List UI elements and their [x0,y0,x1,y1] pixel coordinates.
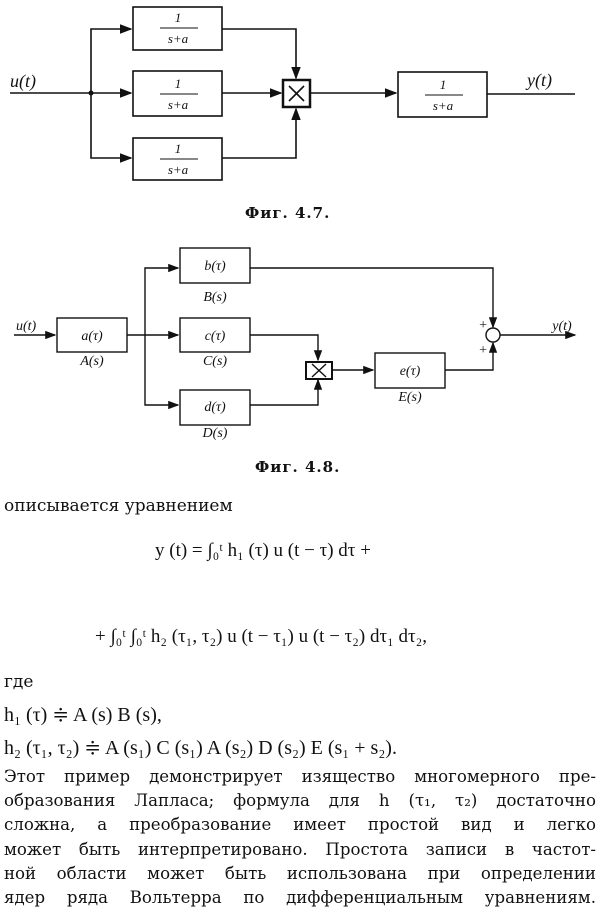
plus-sign: + [478,343,487,358]
block-denominator: s+a [168,31,189,46]
input-label: u(t) [16,319,37,334]
block-c-transfer: C(s) [203,354,227,369]
paragraph-line: может быть интерпретировано. Простота за… [4,840,596,859]
h2-transform: h₂ (τ₁, τ₂) ≑ A (s₁) C (s₁) A (s₂) D (s₂… [4,737,397,759]
figure-4-8-diagram: u(t) y(t) a(τ) A(s) b(τ) B(s) c(τ) C(s) … [14,247,577,440]
block-numerator: 1 [175,141,182,156]
block-denominator: s+a [168,162,189,177]
equation-1: y (t) = ∫₀ᵗ h₁ (τ) u (t − τ) dτ + [155,540,371,561]
block-b-transfer: B(s) [203,290,227,305]
h1-transform: h₁ (τ) ≑ A (s) B (s), [4,704,162,726]
block-e-kernel: e(τ) [400,364,421,379]
block-a-transfer: A(s) [79,354,104,369]
block-denominator: s+a [168,97,189,112]
block-e-transfer: E(s) [397,390,422,405]
block-d-kernel: d(τ) [204,400,226,415]
paragraph-line: ной области может быть использована при … [4,864,596,883]
paragraph-line: сложна, а преобразование имеет простой в… [4,815,596,834]
block-numerator: 1 [175,10,182,25]
block-b-kernel: b(τ) [204,259,226,274]
figure-4-7-caption: Фиг. 4.7. [245,204,331,222]
block-3 [132,137,223,181]
plus-sign: + [478,318,487,333]
paragraph-line: образования Лапласа; формула для h (τ₁, … [4,791,596,810]
paragraph-line: Этот пример демонстрирует изящество мног… [4,767,596,786]
block-denominator: s+a [433,98,454,113]
block-a-kernel: a(τ) [81,329,103,344]
summing-junction [485,327,501,343]
figure-4-8-caption: Фиг. 4.8. [255,458,341,476]
figure-4-7-diagram: u(t) y(t) 1 s+a 1 s+a 1 s+a 1 s+a [10,6,575,181]
intro-text: описывается уравнением [4,496,233,516]
where-text: где [4,672,34,692]
equation-2: + ∫₀ᵗ ∫₀ᵗ h₂ (τ₁, τ₂) u (t − τ₁) u (t − … [95,626,428,647]
input-label: u(t) [10,71,36,92]
block-d-transfer: D(s) [202,426,228,440]
output-label: y(t) [525,70,552,91]
paragraph-line: ядер ряда Вольтерра по дифференциальным … [4,888,596,907]
block-numerator: 1 [440,77,447,92]
output-label: y(t) [550,319,572,334]
block-c-kernel: c(τ) [205,329,226,344]
block-numerator: 1 [175,76,182,91]
